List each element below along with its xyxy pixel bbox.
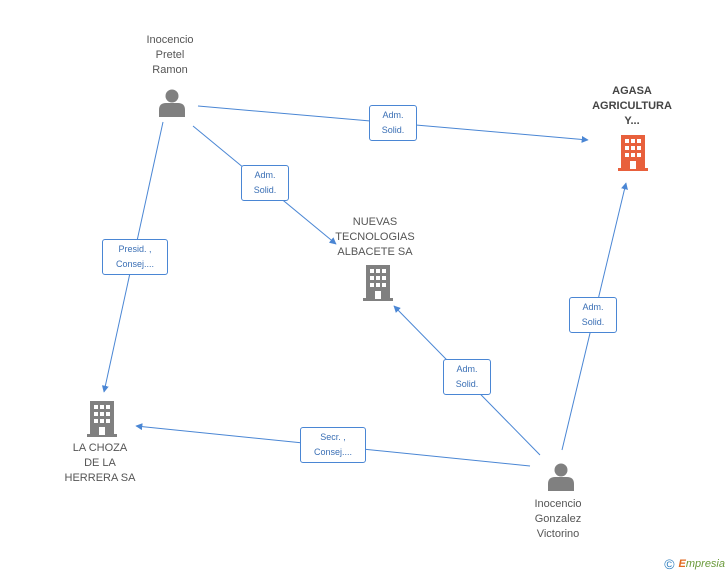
node-label-line: Inocencio bbox=[146, 34, 194, 46]
copyright-icon: © bbox=[664, 556, 675, 572]
edge-label-line: Secr. , bbox=[320, 432, 346, 442]
edge-label-line: Solid. bbox=[253, 185, 277, 195]
node-label-line: Ramon bbox=[152, 64, 188, 76]
edge-label-line: Solid. bbox=[381, 125, 405, 135]
node-label-line: NUEVAS bbox=[352, 216, 398, 228]
node-label-line: AGASA bbox=[612, 85, 652, 97]
edge-label-line: Adm. bbox=[456, 364, 478, 374]
edge-label-adm-solid[interactable]: Adm. Solid. bbox=[369, 105, 417, 141]
node-label-line: Victorino bbox=[536, 528, 580, 540]
node-label-line: TECNOLOGIAS bbox=[335, 231, 415, 243]
footer-brand: © Empresia bbox=[664, 556, 725, 572]
node-la-choza[interactable]: LA CHOZA DE LA HERRERA SA bbox=[50, 441, 150, 486]
edge-label-adm-solid[interactable]: Adm. Solid. bbox=[241, 165, 289, 201]
building-icon[interactable] bbox=[617, 135, 649, 171]
edge-label-line: Adm. bbox=[254, 170, 276, 180]
edge-label-line: Solid. bbox=[581, 317, 605, 327]
node-label-line: Inocencio bbox=[534, 498, 582, 510]
edge-label-adm-solid[interactable]: Adm. Solid. bbox=[569, 297, 617, 333]
person-icon[interactable] bbox=[157, 88, 187, 118]
node-label-line: HERRERA SA bbox=[64, 472, 136, 484]
person-icon[interactable] bbox=[546, 462, 576, 492]
node-label-line: DE LA bbox=[84, 457, 116, 469]
node-label-line: Gonzalez bbox=[534, 513, 582, 525]
node-label-line: LA CHOZA bbox=[72, 442, 128, 454]
edge-label-line: Presid. , bbox=[118, 244, 152, 254]
node-label-line: ALBACETE SA bbox=[337, 246, 413, 258]
edge-label-presid-consej[interactable]: Presid. , Consej.... bbox=[102, 239, 168, 275]
edge-label-line: Adm. bbox=[382, 110, 404, 120]
edge-label-line: Adm. bbox=[582, 302, 604, 312]
node-label-line: Y... bbox=[624, 115, 640, 127]
edge-label-line: Consej.... bbox=[313, 447, 353, 457]
node-inocencio-pretel[interactable]: Inocencio Pretel Ramon bbox=[120, 33, 220, 78]
edge-label-line: Solid. bbox=[455, 379, 479, 389]
brand-logo[interactable]: Empresia bbox=[678, 558, 725, 570]
edge-label-line: Consej.... bbox=[115, 259, 155, 269]
node-label-line: Pretel bbox=[155, 49, 185, 61]
edge-label-adm-solid[interactable]: Adm. Solid. bbox=[443, 359, 491, 395]
edge-label-secr-consej[interactable]: Secr. , Consej.... bbox=[300, 427, 366, 463]
building-icon[interactable] bbox=[86, 401, 118, 437]
node-nuevas-tecnologias[interactable]: NUEVAS TECNOLOGIAS ALBACETE SA bbox=[320, 215, 430, 260]
node-label-line: AGRICULTURA bbox=[592, 100, 672, 112]
node-agasa[interactable]: AGASA AGRICULTURA Y... bbox=[576, 84, 688, 129]
building-icon[interactable] bbox=[362, 265, 394, 301]
node-inocencio-gonzalez[interactable]: Inocencio Gonzalez Victorino bbox=[508, 497, 608, 542]
